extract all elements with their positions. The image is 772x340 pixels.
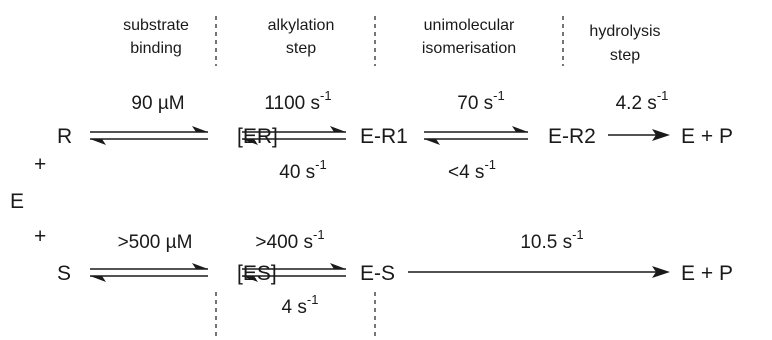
top-pathway: R [ER] E-R1 E-R2 E + P [57,88,733,183]
plus-S: + [34,225,46,248]
stage-headings: substrate binding alkylation step unimol… [123,17,660,64]
rate-alkylation-reverse-bottom: 4 s-1 [282,292,319,318]
stage-alkylation-line2: step [286,40,316,57]
irreversible-arrow-hydrolysis-bottom [408,266,670,278]
stage-isomerisation-line2: isomerisation [422,40,516,57]
stage-hydrolysis-line1: hydrolysis [589,23,660,40]
rate-isomerisation-reverse: <4 s-1 [448,157,496,183]
stage-hydrolysis-line2: step [610,47,640,64]
equilibrium-arrow-alkylation-top [242,126,346,145]
rate-hydrolysis-bottom: 10.5 s-1 [520,227,583,253]
stage-binding-line1: substrate [123,17,189,34]
product-bottom: E + P [681,262,733,285]
rate-binding-top: 90 µM [131,93,184,114]
species-E: E [10,190,24,213]
product-top: E + P [681,125,733,148]
stage-alkylation-line1: alkylation [268,17,335,34]
species-E-S: E-S [360,262,395,285]
stage-binding-line2: binding [130,40,182,57]
species-E-R2: E-R2 [548,125,596,148]
species-ER: [ER] [237,125,278,148]
irreversible-arrow-hydrolysis-top [608,129,670,141]
rate-isomerisation-forward: 70 s-1 [457,88,504,114]
plus-R: + [34,153,46,176]
rate-hydrolysis-top: 4.2 s-1 [616,88,669,114]
rate-alkylation-reverse-top: 40 s-1 [279,157,326,183]
equilibrium-arrow-isomerisation [424,126,528,145]
rate-alkylation-forward-bottom: >400 s-1 [255,227,324,253]
stage-isomerisation-line1: unimolecular [424,17,515,34]
species-S: S [57,262,71,285]
species-ES: [ES] [237,262,277,285]
species-R: R [57,125,72,148]
equilibrium-arrow-binding-top [90,126,208,145]
equilibrium-arrow-binding-bottom [90,263,208,282]
species-E-R1: E-R1 [360,125,408,148]
rate-binding-bottom: >500 µM [118,232,193,253]
rate-alkylation-forward-top: 1100 s-1 [264,88,331,114]
equilibrium-arrow-alkylation-bottom [242,263,346,282]
bottom-pathway: S [ES] E-S E + P >500 µM >400 s-1 4 s-1 … [57,227,733,318]
stage-dividers [215,16,564,338]
